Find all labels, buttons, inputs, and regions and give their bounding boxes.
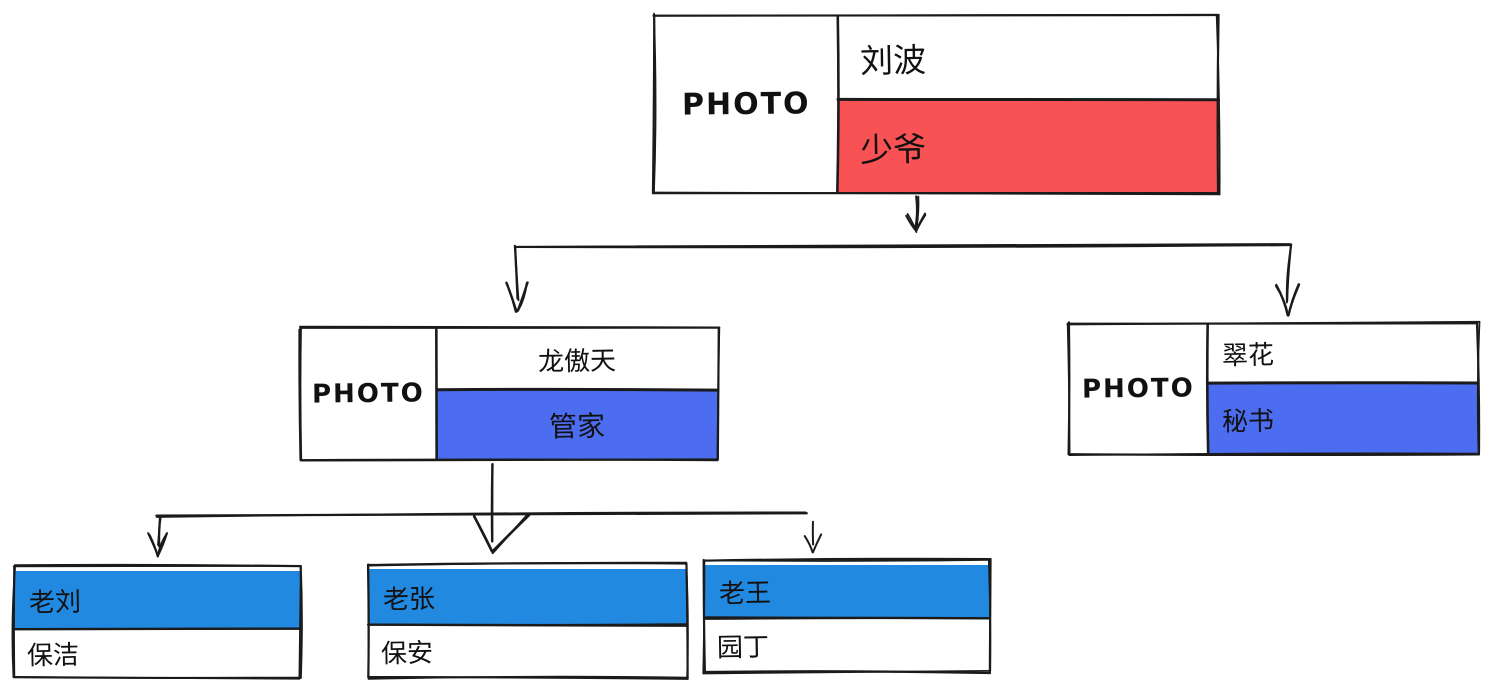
- ink-stroke: [1275, 285, 1290, 317]
- role-cell: 保洁: [14, 629, 301, 678]
- person-name: 老刘: [28, 587, 82, 618]
- ink-stroke: [156, 532, 168, 557]
- role-cell: 秘书: [1208, 383, 1478, 455]
- ink-stroke: [1287, 283, 1300, 317]
- ink-stroke: [803, 535, 814, 553]
- person-role: 少爷: [859, 128, 927, 170]
- person-name: 刘波: [859, 39, 927, 81]
- name-cell: 老张: [368, 569, 687, 625]
- ink-stroke: [157, 515, 162, 548]
- ink-stroke: [906, 213, 918, 233]
- name-cell: 老王: [704, 565, 990, 618]
- role-cell: 管家: [437, 390, 718, 460]
- ink-stroke: [915, 212, 927, 233]
- photo-label: PHOTO: [311, 378, 426, 410]
- photo-placeholder: PHOTO: [300, 328, 437, 460]
- ink-stroke: [905, 214, 918, 232]
- person-role: 园丁: [716, 632, 770, 663]
- photo-label: PHOTO: [1081, 373, 1195, 405]
- person-role: 秘书: [1221, 406, 1275, 437]
- ink-stroke: [913, 195, 919, 231]
- org-node-liubo[interactable]: PHOTO 刘波 少爷: [654, 15, 1218, 193]
- ink-stroke: [516, 281, 529, 312]
- ink-stroke: [156, 532, 168, 557]
- photo-placeholder: PHOTO: [654, 15, 838, 193]
- person-role: 管家: [549, 409, 606, 444]
- role-cell: 园丁: [704, 618, 990, 672]
- ink-stroke: [491, 512, 530, 555]
- ink-stroke: [513, 244, 519, 300]
- org-node-longaotian[interactable]: PHOTO 龙傲天 管家: [300, 328, 718, 460]
- ink-stroke: [157, 514, 161, 546]
- ink-stroke: [490, 463, 494, 543]
- ink-stroke: [505, 281, 518, 313]
- ink-stroke: [514, 246, 520, 302]
- ink-stroke: [514, 244, 1292, 249]
- person-name: 翠花: [1221, 340, 1275, 371]
- person-name: 老张: [382, 584, 436, 615]
- org-node-cuihua[interactable]: PHOTO 翠花 秘书: [1068, 323, 1478, 455]
- ink-stroke: [147, 532, 159, 557]
- name-cell: 刘波: [838, 15, 1218, 100]
- role-cell: 少爷: [838, 100, 1218, 193]
- ink-stroke: [517, 281, 528, 312]
- ink-stroke: [1287, 283, 1301, 317]
- org-node-laozhang[interactable]: 老张 保安: [368, 564, 687, 678]
- ink-stroke: [148, 533, 159, 558]
- ink-stroke: [473, 515, 493, 551]
- ink-stroke: [155, 512, 808, 517]
- ink-stroke: [155, 511, 807, 518]
- org-node-laoliu[interactable]: 老刘 保洁: [14, 566, 301, 678]
- person-name: 老王: [718, 578, 772, 610]
- person-name: 龙傲天: [538, 345, 617, 378]
- ink-stroke: [506, 283, 517, 313]
- person-role: 保洁: [26, 640, 80, 672]
- ink-stroke: [1285, 243, 1293, 304]
- name-cell: 老刘: [14, 571, 301, 629]
- photo-placeholder: PHOTO: [1068, 323, 1208, 455]
- ink-stroke: [915, 214, 927, 232]
- ink-stroke: [915, 195, 920, 228]
- person-role: 保安: [380, 638, 434, 670]
- ink-stroke: [1476, 320, 1481, 455]
- photo-label: PHOTO: [681, 85, 811, 123]
- ink-stroke: [514, 243, 1292, 249]
- ink-stroke: [1285, 243, 1293, 303]
- name-cell: 翠花: [1208, 323, 1478, 383]
- ink-stroke: [1275, 283, 1289, 317]
- org-node-laowang[interactable]: 老王 园丁: [704, 560, 990, 672]
- name-cell: 龙傲天: [437, 328, 718, 390]
- ink-stroke: [472, 515, 494, 553]
- role-cell: 保安: [368, 625, 687, 678]
- ink-stroke: [491, 513, 531, 553]
- ink-stroke: [811, 533, 823, 554]
